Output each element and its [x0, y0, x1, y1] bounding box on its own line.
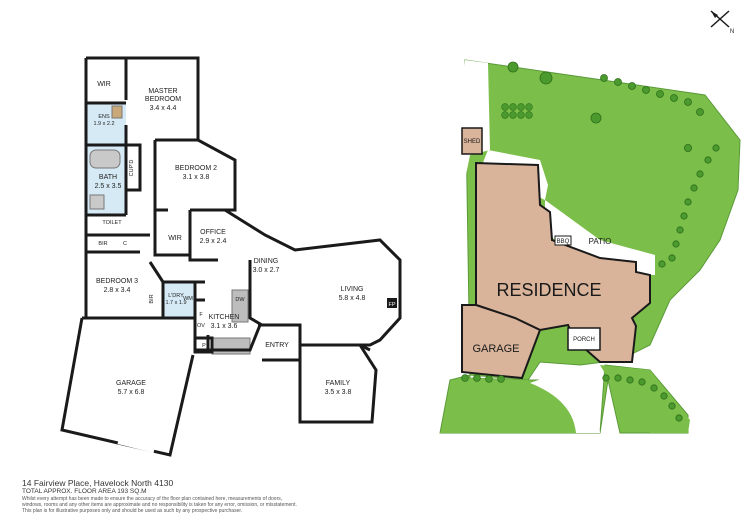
dims-garage: 5.7 x 6.8 — [118, 389, 145, 396]
dims-office: 2.9 x 2.4 — [200, 238, 227, 245]
floor-plan — [60, 56, 402, 457]
label-f: F — [199, 312, 203, 318]
label-fp: FP — [388, 302, 395, 308]
label-kitchen: KITCHEN — [209, 314, 240, 321]
label-garage: GARAGE — [116, 380, 146, 387]
porch-label: PORCH — [573, 337, 595, 343]
compass-icon: N — [710, 10, 734, 35]
trees — [461, 61, 720, 422]
dims-ens: 1.9 x 2.2 — [93, 121, 114, 127]
label-toilet: TOILET — [102, 220, 122, 226]
driveway — [440, 378, 578, 433]
label-dining: DINING — [254, 258, 279, 265]
porch-block — [567, 327, 601, 351]
plan-footer: 14 Fairview Place, Havelock North 4130 T… — [22, 478, 352, 514]
patio-label: PATIO — [589, 237, 612, 246]
residence-label: RESIDENCE — [496, 280, 601, 300]
dims-family: 3.5 x 3.8 — [325, 389, 352, 396]
vanity — [111, 105, 123, 119]
kitchen-bench — [211, 337, 251, 355]
disclaimer-line-3: This plan is for illustrative purposes o… — [22, 508, 243, 514]
floor-area: TOTAL APPROX. FLOOR AREA 193 SQ.M — [22, 488, 147, 495]
room-labels: WIR MASTER BEDROOM 3.4 x 4.4 ENS 1.9 x 2… — [93, 81, 395, 396]
bbq-block — [554, 235, 572, 246]
bbq-label: BBQ — [557, 239, 570, 245]
label-dw: DW — [235, 297, 245, 303]
dims-ldry: 1.7 x 1.9 — [165, 300, 186, 306]
south-path — [600, 365, 690, 433]
label-family: FAMILY — [326, 380, 351, 387]
label-ldry: L'DRY — [168, 293, 184, 299]
label-wir-2: WIR — [168, 235, 182, 242]
garden-bed — [501, 103, 533, 119]
shower — [89, 194, 105, 210]
site-garage-label: GARAGE — [472, 343, 519, 355]
label-bir: BIR — [98, 241, 107, 247]
label-entry: ENTRY — [265, 342, 289, 349]
dims-kitchen: 3.1 x 3.6 — [211, 323, 238, 330]
label-bedroom-2: BEDROOM 2 — [175, 165, 217, 172]
label-wir-master: WIR — [97, 81, 111, 88]
kitchen-island — [231, 289, 249, 323]
label-c: C — [123, 241, 127, 247]
garage-door-gap — [117, 440, 155, 453]
dims-living: 5.8 x 4.8 — [339, 295, 366, 302]
dims-bedroom-2: 3.1 x 3.8 — [183, 174, 210, 181]
label-living: LIVING — [341, 286, 364, 293]
label-ens: ENS — [98, 114, 110, 120]
shed-block — [461, 127, 483, 155]
ldry-fill — [163, 282, 195, 318]
label-p: P — [202, 343, 206, 349]
shed-label: SHED — [464, 139, 481, 145]
label-office: OFFICE — [200, 229, 226, 236]
dims-dining: 3.0 x 2.7 — [253, 267, 280, 274]
residence-block — [475, 161, 651, 363]
label-bath: BATH — [99, 174, 117, 181]
label-cupd: CUP'D — [129, 160, 135, 177]
site-plan: RESIDENCE GARAGE PATIO PORCH SHED BBQ — [439, 59, 741, 434]
label-ov: OV — [197, 323, 205, 329]
bathtub — [89, 149, 121, 169]
label-bir-2: BIR — [149, 294, 155, 303]
disclaimer-line-2: windows, rooms and any other items are a… — [22, 502, 297, 508]
dims-bedroom-3: 2.8 x 3.4 — [104, 287, 131, 294]
patio-area — [545, 200, 655, 275]
dims-bath: 2.5 x 3.5 — [95, 183, 122, 190]
disclaimer-line-1: Whilst every attempt has been made to en… — [22, 496, 283, 502]
compass-label: N — [730, 29, 734, 35]
site-garage-block — [461, 304, 542, 380]
property-address: 14 Fairview Place, Havelock North 4130 — [22, 478, 174, 488]
label-master-bedroom-l2: BEDROOM — [145, 96, 181, 103]
driveway-curve — [530, 372, 600, 433]
label-wm: WM — [183, 296, 193, 302]
label-bedroom-3: BEDROOM 3 — [96, 278, 138, 285]
fireplace — [387, 298, 397, 308]
label-master-bedroom-l1: MASTER — [148, 88, 177, 95]
dims-master-bedroom: 3.4 x 4.4 — [150, 105, 177, 112]
